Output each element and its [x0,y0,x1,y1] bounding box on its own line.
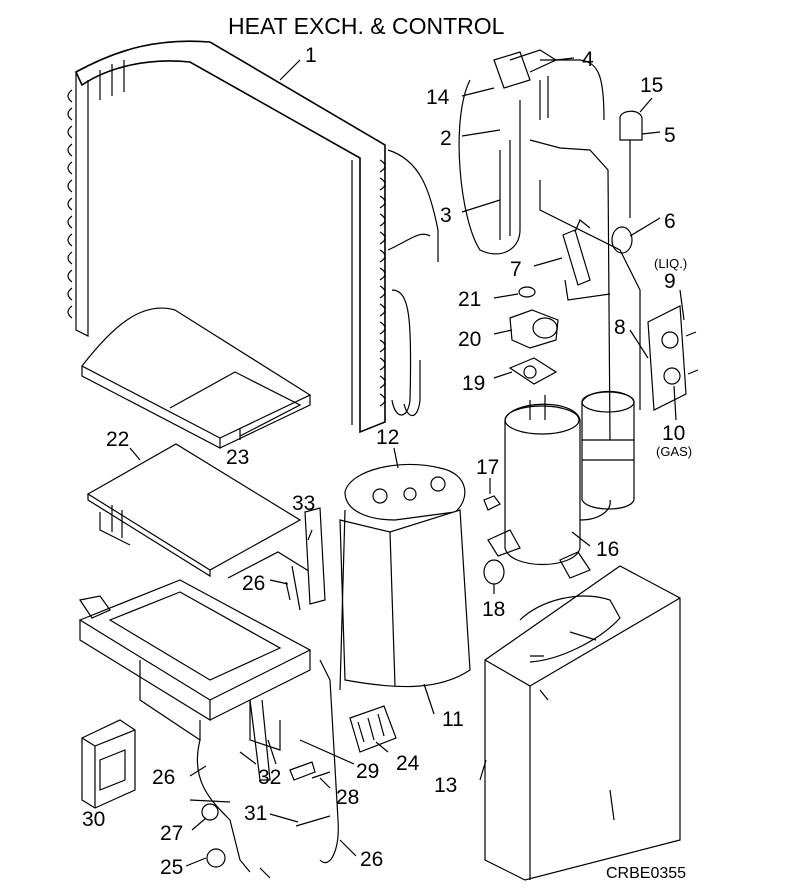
part-label-33: 33 [292,492,315,515]
part-label-4: 4 [582,48,594,71]
valve-note-gas: (GAS) [656,444,692,459]
part-label-2: 2 [440,127,452,150]
part-label-6: 6 [664,210,676,233]
part-label-26-left: 26 [152,766,175,789]
part-label-9: 9 [664,270,676,293]
part-label-17: 17 [476,456,499,479]
part-labels: 1 2 3 4 5 6 7 8 9 10 11 12 13 14 15 16 1… [82,44,692,879]
part-label-12: 12 [376,426,399,449]
part-label-31: 31 [244,802,267,825]
cable-clamps [189,799,271,879]
transformer [81,719,136,809]
compressor [487,391,635,579]
part-label-8: 8 [614,316,626,339]
control-box [78,579,339,864]
part-label-3: 3 [440,204,452,227]
drain-tray [81,307,312,449]
drawing-code: CRBE0355 [606,865,686,882]
part-label-24: 24 [396,752,420,775]
part-label-13: 13 [434,774,457,797]
part-label-30: 30 [82,808,105,831]
control-board [86,443,302,578]
small-parts [483,286,559,585]
part-label-22: 22 [106,428,129,451]
heat-exchanger-coil [67,40,439,434]
part-label-7: 7 [510,258,522,281]
part-label-28: 28 [336,786,359,809]
diagram-title: HEAT EXCH. & CONTROL [228,13,505,39]
part-label-23: 23 [226,446,249,469]
side-panel [484,565,681,881]
terminal-parts [249,699,397,827]
part-label-14: 14 [426,86,450,109]
part-label-21: 21 [458,288,481,311]
leader-lines [185,57,685,867]
part-label-26-top: 26 [242,572,265,595]
part-label-20: 20 [458,328,481,351]
refrigerant-piping [458,49,699,441]
relay-holder [227,507,326,611]
part-label-1: 1 [305,44,317,67]
part-label-11: 11 [442,708,464,731]
part-label-19: 19 [462,372,485,395]
valve-note-liq: (LIQ.) [654,256,687,271]
part-label-15: 15 [640,74,663,97]
part-label-10: 10 [662,422,685,445]
part-label-18: 18 [482,598,505,621]
part-label-25: 25 [160,856,183,879]
part-label-26-bottom: 26 [360,848,383,871]
compressor-cover [339,463,471,691]
part-label-32: 32 [258,766,281,789]
part-label-16: 16 [596,538,619,561]
part-label-29: 29 [356,760,379,783]
part-label-27: 27 [160,822,183,845]
part-label-5: 5 [664,124,676,147]
